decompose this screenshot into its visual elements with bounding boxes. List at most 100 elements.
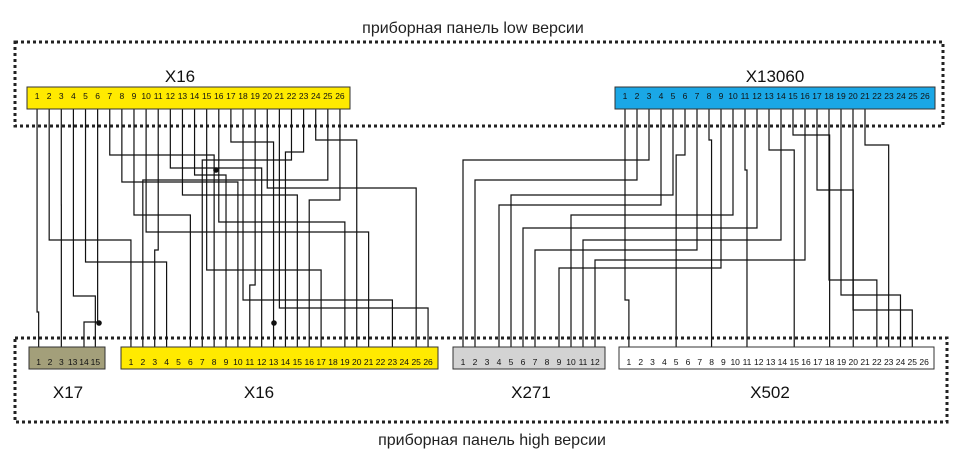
- pin-label: 11: [579, 357, 588, 367]
- wire: [83, 109, 99, 347]
- wire: [675, 109, 686, 347]
- pin-label: 9: [224, 357, 229, 367]
- wire: [142, 109, 329, 347]
- pin-label: 26: [919, 357, 929, 367]
- pin-label: 25: [908, 357, 918, 367]
- pin-label: 8: [545, 357, 550, 367]
- pin-label: 4: [497, 357, 502, 367]
- pin-label: 22: [376, 357, 386, 367]
- wire: [193, 109, 227, 347]
- pin-label: 6: [686, 357, 691, 367]
- pin-label: 13: [68, 357, 78, 367]
- wire: [474, 109, 638, 347]
- wire: [284, 109, 305, 347]
- pin-label: 21: [275, 91, 285, 101]
- pin-label: 5: [671, 91, 676, 101]
- wire: [242, 109, 394, 347]
- pin-label: 18: [328, 357, 338, 367]
- wire: [249, 109, 256, 347]
- connector-body: [614, 86, 936, 110]
- wire: [498, 109, 662, 347]
- wire-junction: [213, 167, 219, 173]
- wire: [816, 109, 854, 347]
- pin-label: 6: [683, 91, 688, 101]
- wire: [278, 109, 429, 347]
- wire: [169, 109, 263, 347]
- pin-label: 13: [766, 357, 776, 367]
- pin-label: 8: [212, 357, 217, 367]
- wire: [510, 109, 674, 347]
- pin-label: 1: [35, 91, 40, 101]
- connector-body: [28, 346, 106, 370]
- pin-label: 14: [281, 357, 291, 367]
- pin-label: 5: [83, 91, 88, 101]
- pin-label: 10: [730, 357, 740, 367]
- pin-label: 23: [884, 91, 894, 101]
- pin-label: 4: [659, 91, 664, 101]
- pin-label: 15: [789, 357, 799, 367]
- pin-label: 3: [59, 357, 64, 367]
- pin-label: 3: [650, 357, 655, 367]
- pin-label: 25: [411, 357, 421, 367]
- wire: [201, 109, 293, 347]
- pin-label: 25: [908, 91, 918, 101]
- pin-label: 5: [674, 357, 679, 367]
- wire: [133, 109, 191, 347]
- connector-body: [618, 346, 935, 370]
- pin-label: 4: [662, 357, 667, 367]
- pin-label: 24: [400, 357, 410, 367]
- wire: [570, 109, 734, 347]
- pin-label: 17: [226, 91, 236, 101]
- pin-label: 12: [590, 357, 600, 367]
- wire: [266, 109, 417, 347]
- wire: [534, 109, 698, 347]
- pin-label: 25: [323, 91, 333, 101]
- pin-label: 9: [719, 91, 724, 101]
- wire: [84, 109, 168, 347]
- pin-label: 3: [485, 357, 490, 367]
- pin-label: 15: [202, 91, 212, 101]
- pin-label: 11: [743, 357, 752, 367]
- pin-label: 8: [707, 91, 712, 101]
- pin-label: 1: [623, 91, 628, 101]
- wire: [840, 109, 902, 347]
- wire: [145, 109, 370, 347]
- pin-label: 19: [836, 91, 846, 101]
- pin-label: 10: [141, 91, 151, 101]
- pin-label: 23: [299, 91, 309, 101]
- wire: [36, 109, 40, 347]
- pin-label: 14: [778, 357, 788, 367]
- pin-label: 14: [776, 91, 786, 101]
- pin-label: 2: [48, 357, 53, 367]
- wire: [72, 109, 96, 347]
- wire: [582, 109, 782, 347]
- pin-label: 10: [566, 357, 576, 367]
- wire-junction: [271, 320, 277, 326]
- top-panel-frame: [13, 40, 945, 128]
- pin-label: 16: [214, 91, 224, 101]
- wire: [744, 109, 748, 347]
- connector-body: [26, 86, 351, 110]
- pin-label: 1: [129, 357, 134, 367]
- pin-label: 16: [800, 91, 810, 101]
- pin-label: 8: [709, 357, 714, 367]
- pin-label: 11: [245, 357, 254, 367]
- pin-label: 20: [263, 91, 273, 101]
- wires: [36, 109, 913, 347]
- pin-label: 5: [176, 357, 181, 367]
- pin-label: 14: [79, 357, 89, 367]
- pin-label: 3: [647, 91, 652, 101]
- pin-label: 12: [752, 91, 762, 101]
- pin-label: 26: [423, 357, 433, 367]
- wire: [522, 109, 758, 347]
- pin-label: 13: [269, 357, 279, 367]
- panel-frames: [13, 40, 949, 424]
- pin-label: 3: [59, 91, 64, 101]
- pin-label: 17: [316, 357, 326, 367]
- connector-name: X271: [511, 383, 551, 402]
- pin-label: 6: [95, 91, 100, 101]
